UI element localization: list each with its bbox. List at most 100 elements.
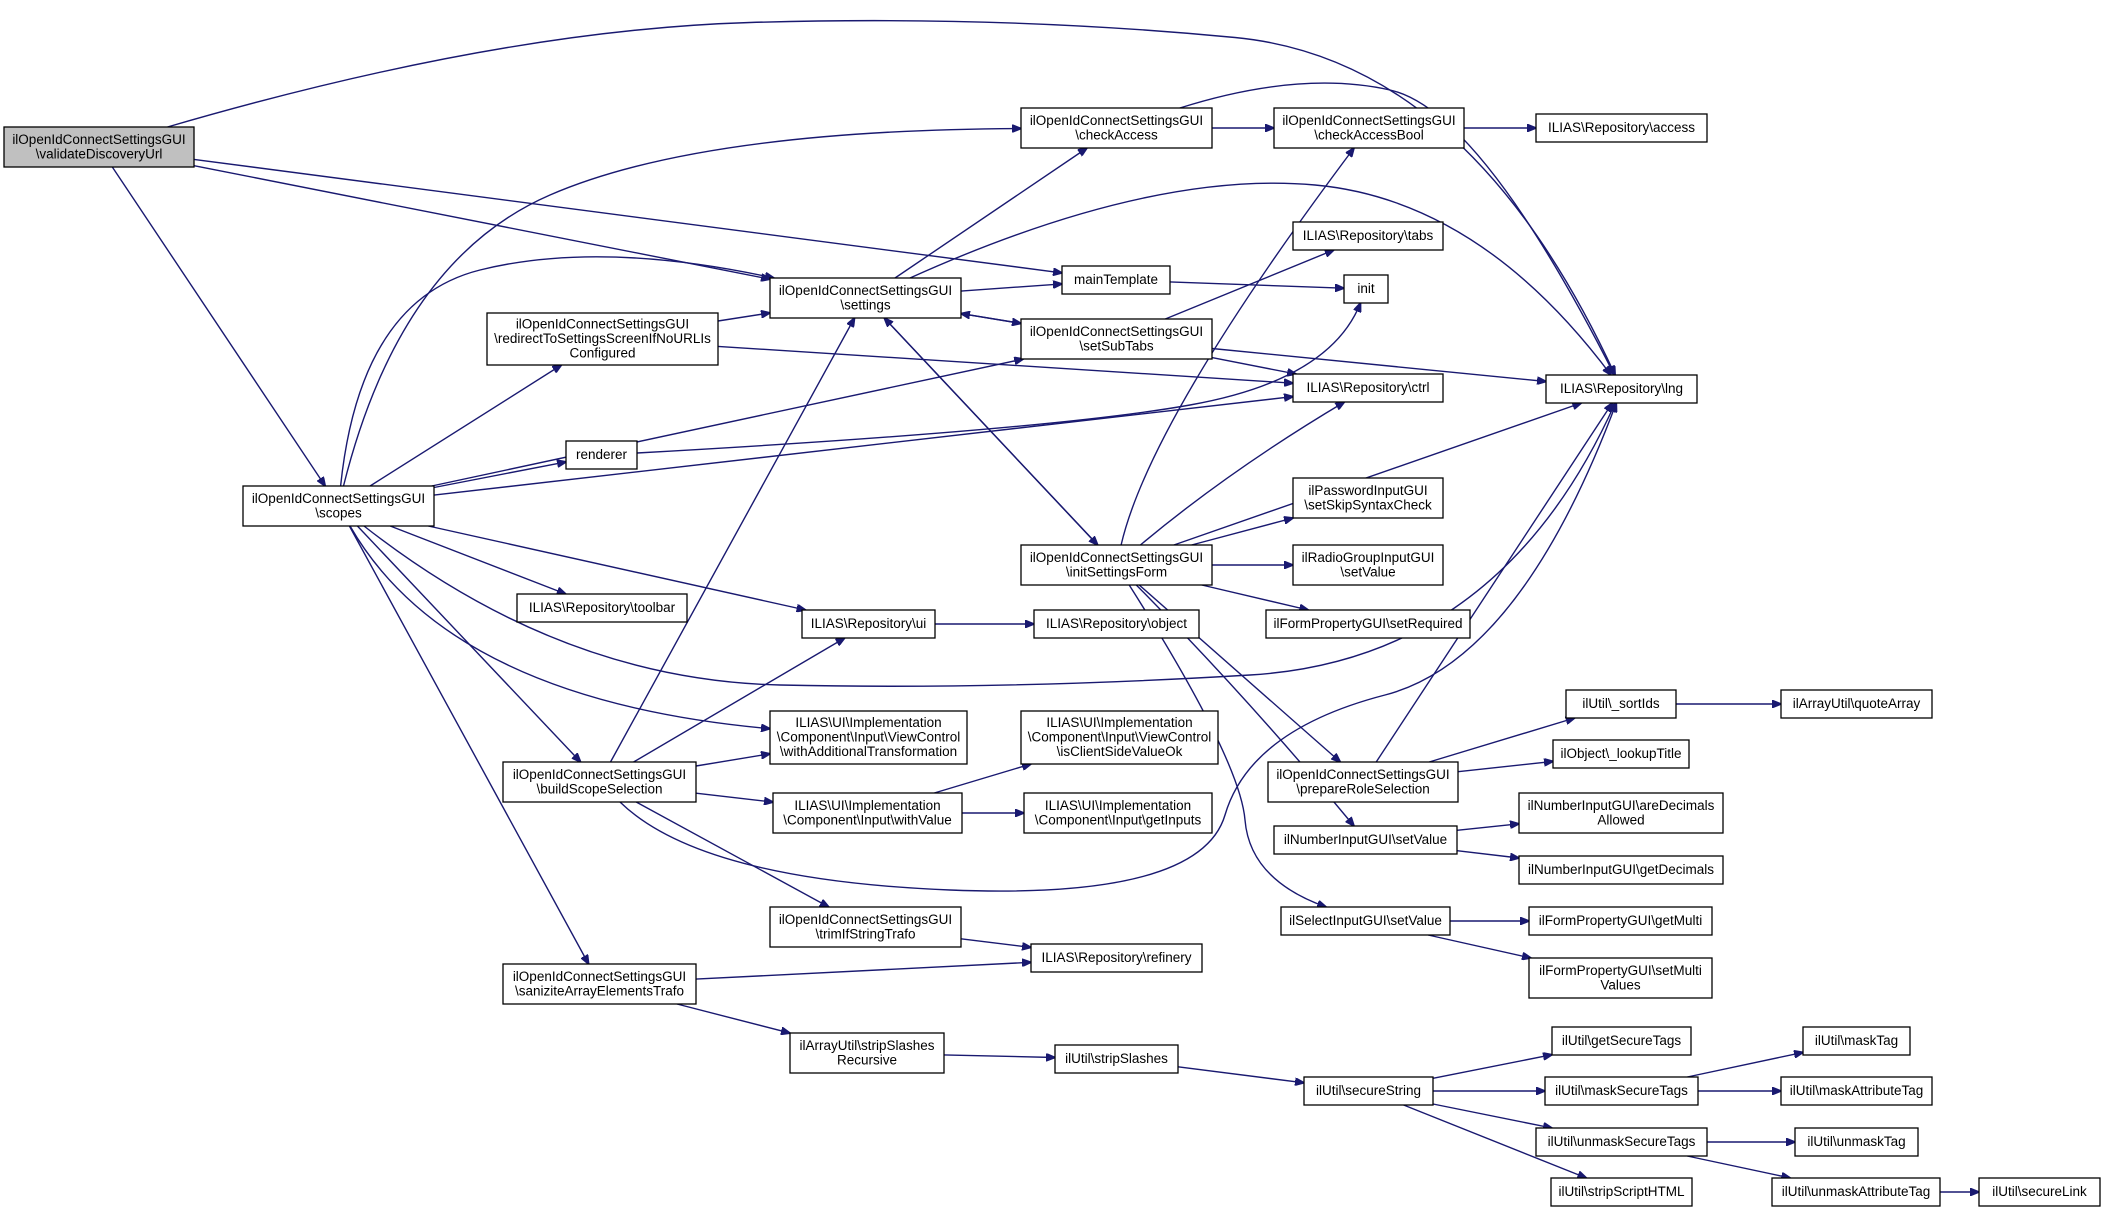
edge-settings-to-checkAccess [894, 148, 1087, 279]
node-validateDiscoveryUrl[interactable]: ilOpenIdConnectSettingsGUI\validateDisco… [3, 126, 195, 168]
node-stripSlashes[interactable]: ilUtil\stripSlashes [1054, 1044, 1179, 1074]
node-quoteArray[interactable]: ilArrayUtil\quoteArray [1780, 689, 1933, 719]
node-label-line: ilOpenIdConnectSettingsGUI [1030, 324, 1203, 339]
node-box [1020, 710, 1219, 765]
node-stripScriptHTML[interactable]: ilUtil\stripScriptHTML [1550, 1177, 1693, 1207]
node-label-line: renderer [576, 447, 628, 462]
node-label-line: ILIAS\Repository\access [1548, 120, 1695, 135]
node-lookupTitle[interactable]: ilObject\_lookupTitle [1552, 739, 1690, 769]
node-box [1292, 477, 1444, 519]
edge-scopes-to-renderer [433, 462, 566, 489]
node-checkAccess[interactable]: ilOpenIdConnectSettingsGUI\checkAccess [1020, 107, 1213, 149]
node-label-line: ILIAS\Repository\refinery [1041, 950, 1191, 965]
node-mainTemplate[interactable]: mainTemplate [1061, 265, 1171, 295]
node-sortIds[interactable]: ilUtil\_sortIds [1565, 689, 1677, 719]
node-numberSetValue[interactable]: ilNumberInputGUI\setValue [1273, 825, 1458, 855]
node-redirectToSettings[interactable]: ilOpenIdConnectSettingsGUI\redirectToSet… [486, 312, 719, 366]
node-setRequired[interactable]: ilFormPropertyGUI\setRequired [1265, 609, 1471, 639]
node-label-line: ilUtil\maskAttributeTag [1790, 1083, 1924, 1098]
node-repo_access[interactable]: ILIAS\Repository\access [1535, 113, 1708, 143]
edge-setSubTabs-to-repo_lng [1211, 347, 1546, 382]
node-label-line: \setSubTabs [1079, 338, 1154, 353]
node-box [1794, 1127, 1919, 1157]
node-repo_toolbar[interactable]: ILIAS\Repository\toolbar [516, 593, 688, 623]
edge-stripSlashes-to-secureString [1177, 1066, 1304, 1083]
node-repo_lng[interactable]: ILIAS\Repository\lng [1545, 374, 1698, 404]
edge-unmaskSecureTags-to-unmaskAttributeTag [1687, 1155, 1790, 1178]
edge-setSubTabs-to-repo_tabs [1165, 250, 1334, 320]
edge-settings-to-mainTemplate [960, 284, 1062, 292]
node-repo_tabs[interactable]: ILIAS\Repository\tabs [1292, 221, 1444, 251]
node-label-line: \Component\Input\withValue [783, 812, 952, 827]
node-unmaskSecureTags[interactable]: ilUtil\unmaskSecureTags [1535, 1127, 1708, 1157]
node-init[interactable]: init [1343, 274, 1389, 304]
node-box [1535, 113, 1708, 143]
edge-maskSecureTags-to-maskTag [1687, 1052, 1803, 1078]
node-label-line: ilOpenIdConnectSettingsGUI [513, 767, 686, 782]
node-box [1978, 1177, 2101, 1207]
node-label-line: ilFormPropertyGUI\getMulti [1539, 913, 1703, 928]
node-label-line: ilOpenIdConnectSettingsGUI [1282, 113, 1455, 128]
node-box [769, 710, 968, 765]
node-checkAccessBool[interactable]: ilOpenIdConnectSettingsGUI\checkAccessBo… [1273, 107, 1465, 149]
node-box [502, 963, 697, 1005]
node-setSkipSyntaxCheck[interactable]: ilPasswordInputGUI\setSkipSyntaxCheck [1292, 477, 1444, 519]
node-label-line: \trimIfStringTrafo [815, 926, 915, 941]
node-getSecureTags[interactable]: ilUtil\getSecureTags [1551, 1026, 1692, 1056]
node-label-line: Values [1600, 977, 1641, 992]
node-label-line: \initSettingsForm [1066, 564, 1167, 579]
node-isClientSideValueOk[interactable]: ILIAS\UI\Implementation\Component\Input\… [1020, 710, 1219, 765]
node-initSettingsForm[interactable]: ilOpenIdConnectSettingsGUI\initSettingsF… [1020, 544, 1213, 586]
node-withAdditionalTransformation[interactable]: ILIAS\UI\Implementation\Component\Input\… [769, 710, 968, 765]
node-unmaskAttributeTag[interactable]: ilUtil\unmaskAttributeTag [1771, 1177, 1941, 1207]
edge-validateDiscoveryUrl-to-settings [193, 165, 770, 280]
node-label-line: \Component\Input\ViewControl [1028, 730, 1212, 745]
node-getDecimals[interactable]: ilNumberInputGUI\getDecimals [1518, 855, 1724, 885]
node-getInputs[interactable]: ILIAS\UI\Implementation\Component\Input\… [1023, 792, 1213, 834]
node-label-line: ilUtil\getSecureTags [1562, 1033, 1682, 1048]
edge-scopes-to-repo_toolbar [389, 525, 566, 594]
node-secureString[interactable]: ilUtil\secureString [1303, 1076, 1434, 1106]
node-label-line: \settings [840, 297, 891, 312]
node-secureLink[interactable]: ilUtil\secureLink [1978, 1177, 2101, 1207]
node-repo_ui[interactable]: ILIAS\Repository\ui [801, 609, 936, 639]
node-settings[interactable]: ilOpenIdConnectSettingsGUI\settings [769, 277, 962, 319]
node-withValue[interactable]: ILIAS\UI\Implementation\Component\Input\… [772, 792, 963, 834]
node-maskSecureTags[interactable]: ilUtil\maskSecureTags [1544, 1076, 1699, 1106]
edge-initSettingsForm-to-checkAccessBool [1120, 148, 1354, 546]
node-radioSetValue[interactable]: ilRadioGroupInputGUI\setValue [1292, 544, 1444, 586]
node-box [1292, 221, 1444, 251]
node-buildScopeSelection[interactable]: ilOpenIdConnectSettingsGUI\buildScopeSel… [502, 761, 697, 803]
nodes-layer: ilOpenIdConnectSettingsGUI\validateDisco… [3, 107, 2101, 1207]
node-renderer[interactable]: renderer [565, 440, 638, 470]
node-unmaskTag[interactable]: ilUtil\unmaskTag [1794, 1127, 1919, 1157]
node-label-line: ilUtil\unmaskAttributeTag [1782, 1184, 1931, 1199]
node-maskTag[interactable]: ilUtil\maskTag [1802, 1026, 1911, 1056]
node-box [1544, 1076, 1699, 1106]
node-box [801, 609, 936, 639]
node-label-line: \Component\Input\getInputs [1035, 812, 1202, 827]
edge-scopes-to-checkAccess [342, 129, 1022, 487]
node-label-line: ILIAS\Repository\ui [811, 616, 927, 631]
edge-sanitizeTrafo-to-repo_refinery [695, 962, 1031, 980]
node-sanitizeTrafo[interactable]: ilOpenIdConnectSettingsGUI\sanizitеArray… [502, 963, 697, 1005]
node-maskAttributeTag[interactable]: ilUtil\maskAttributeTag [1780, 1076, 1933, 1106]
node-box [1518, 855, 1724, 885]
node-scopes[interactable]: ilOpenIdConnectSettingsGUI\scopes [242, 485, 435, 527]
node-getMulti[interactable]: ilFormPropertyGUI\getMulti [1528, 906, 1713, 936]
node-setSubTabs[interactable]: ilOpenIdConnectSettingsGUI\setSubTabs [1020, 318, 1213, 360]
node-repo_refinery[interactable]: ILIAS\Repository\refinery [1030, 943, 1203, 973]
node-box [1552, 739, 1690, 769]
node-label-line: Recursive [837, 1052, 897, 1067]
node-label-line: ilNumberInputGUI\setValue [1284, 832, 1447, 847]
node-label-line: ILIAS\Repository\object [1046, 616, 1187, 631]
node-selectSetValue[interactable]: ilSelectInputGUI\setValue [1280, 906, 1451, 936]
node-repo_object[interactable]: ILIAS\Repository\object [1033, 609, 1200, 639]
node-repo_ctrl[interactable]: ILIAS\Repository\ctrl [1292, 373, 1444, 403]
node-prepareRoleSelection[interactable]: ilOpenIdConnectSettingsGUI\prepareRoleSe… [1267, 761, 1459, 803]
node-box [1303, 1076, 1434, 1106]
node-trimIfStringTrafo[interactable]: ilOpenIdConnectSettingsGUI\trimIfStringT… [769, 906, 962, 948]
